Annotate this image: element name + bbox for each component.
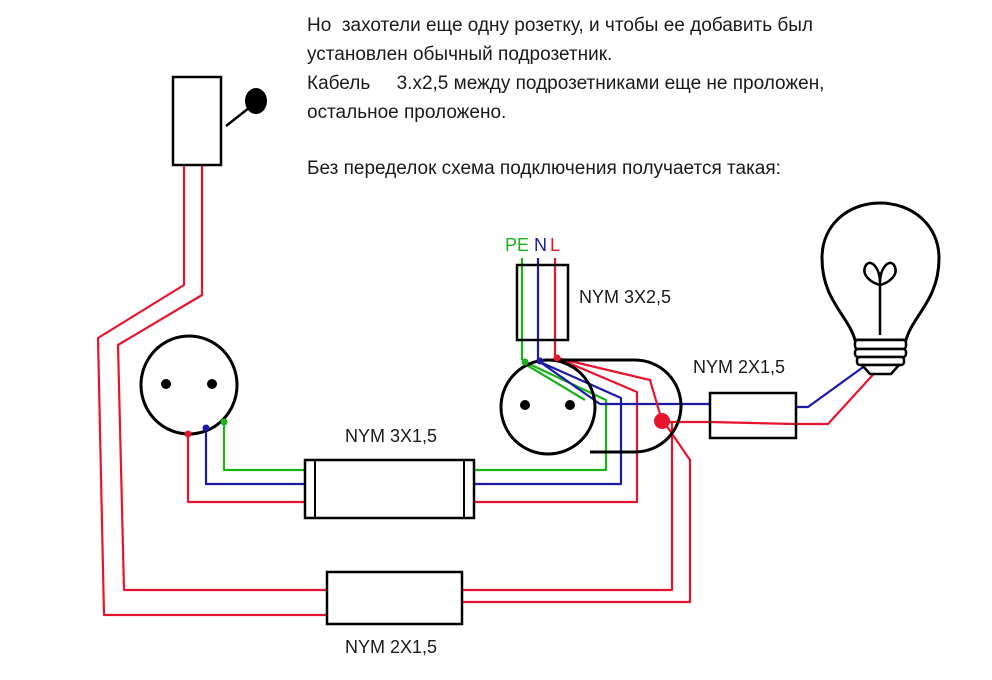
wire-lamp-neutral [795,364,867,409]
wire-switch-right [116,165,327,592]
label-n: N [534,235,547,255]
lamp-bulb-icon [820,201,941,342]
socket-pin-right [207,379,217,389]
socket-right-box [499,354,683,456]
description-text: Но захотели еще одну розетку, и чтобы ее… [307,11,947,183]
note-line-4: остальное проложено. [307,102,507,123]
socket-icon [499,358,597,456]
wire-socket1-ground [222,422,305,472]
terminal-neutral [536,357,544,365]
wire-socket1-phase [186,434,305,504]
terminal-ground [220,418,228,426]
socket-pin-right [565,400,575,410]
label-cable-lamp: NYM 2X1,5 [693,357,785,377]
switch-icon [171,75,223,167]
note-line-3: Кабель 3.х2,5 между подрозетниками еще н… [307,73,825,94]
wire-switch-left [96,165,327,617]
lamp [820,201,941,376]
cable-sleeve-sockets [303,458,476,520]
wire-switch-bottom-b [462,421,692,604]
lamp-filament [863,261,897,335]
label-l: L [550,235,560,255]
label-pe: PE [505,235,529,255]
wire-box-phase-out [556,356,664,422]
light-switch [171,75,267,167]
wire-socket1-neutral [204,428,305,486]
label-cable-sockets: NYM 3X1,5 [345,426,437,446]
wire-link-neutral [474,360,623,486]
wire-link-phase [474,356,639,504]
junction-box-outline [545,358,683,454]
cable-sleeve-input [515,263,570,342]
socket-pin-left [520,400,530,410]
terminal-phase [553,354,561,362]
note-line-1: Но захотели еще одну розетку, и чтобы ее… [307,15,813,36]
cable-sleeve-switch [325,570,464,626]
note-line-5: Без переделок схема подключения получает… [307,158,781,179]
switch-knob [245,88,267,114]
label-cable-input: NYM 3X2,5 [579,287,671,307]
terminal-ground [521,358,529,366]
socket-left [139,334,239,438]
phase-junction-dot [654,413,670,429]
wire-box-neutral-out [539,361,710,406]
wire-switch-bottom-a [462,423,674,592]
cable-sleeve-lamp [708,391,798,440]
terminal-neutral [202,424,210,432]
lamp-base [853,338,908,376]
label-cable-switch: NYM 2X1,5 [345,637,437,657]
wire-box-ground [524,363,586,401]
socket-pin-left [161,379,171,389]
note-line-2: установлен обычный подрозетник. [307,44,613,65]
terminal-phase [184,430,192,438]
